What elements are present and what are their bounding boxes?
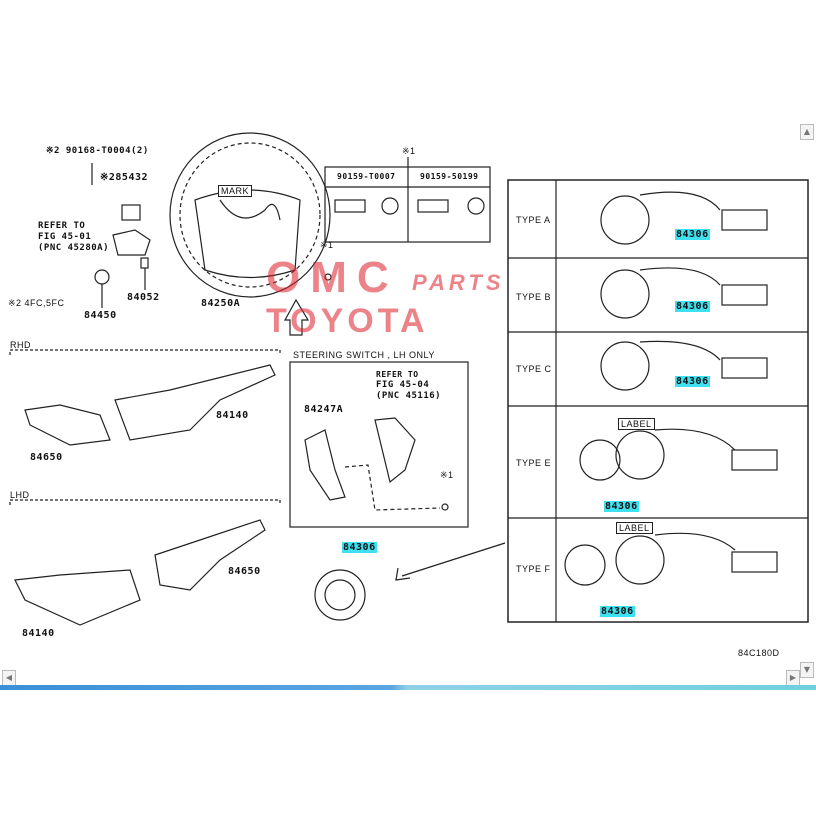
switch-84140-rhd [114, 364, 276, 441]
part-84306-bottom[interactable]: 84306 [342, 542, 377, 553]
part-84052-label[interactable]: 84052 [127, 292, 160, 303]
refer-fig-link[interactable]: FIG 45-01 [38, 232, 92, 242]
part-84140-rhd[interactable]: 84140 [216, 410, 249, 421]
part-84450-shape [94, 269, 110, 285]
part-84247a-shape [304, 429, 346, 501]
note1-wheel: ※1 [320, 240, 334, 250]
watermark-parts: PARTS [412, 270, 505, 295]
refer-pnc: (PNC 45280A) [38, 243, 110, 253]
scroll-left-button[interactable]: ◀ [2, 670, 16, 686]
screw-2-label[interactable]: 90159-50199 [420, 172, 479, 181]
column-cover [112, 229, 151, 256]
cover-shape [374, 417, 416, 484]
figure-code: 84C180D [738, 648, 780, 658]
steering-switch-box [289, 361, 469, 528]
watermark-toyota: TOYOTA [266, 302, 429, 340]
switch-84140-lhd [14, 569, 141, 626]
part-84306-type-b[interactable]: 84306 [675, 301, 710, 312]
part-84650-lhd[interactable]: 84650 [228, 566, 261, 577]
watermark-omc: OMC [266, 253, 399, 302]
label-tag-e: LABEL [618, 418, 655, 430]
part-84306-type-f[interactable]: 84306 [600, 606, 635, 617]
lhd-label: LHD [10, 490, 30, 500]
refer2-pnc: (PNC 45116) [376, 391, 442, 401]
part-84140-lhd[interactable]: 84140 [22, 628, 55, 639]
label-tag-f: LABEL [616, 522, 653, 534]
part-84306-type-c[interactable]: 84306 [675, 376, 710, 387]
steering-wheel-inner [179, 142, 321, 288]
switch-84650-rhd [24, 404, 111, 446]
type-b: TYPE B [516, 292, 552, 302]
refer-text: REFER TO [38, 221, 86, 231]
horizontal-scrollbar[interactable] [0, 685, 816, 690]
type-f: TYPE F [516, 564, 551, 574]
scroll-down-button[interactable]: ▼ [800, 662, 814, 678]
part-84306-type-a[interactable]: 84306 [675, 229, 710, 240]
refer2-fig-link[interactable]: FIG 45-04 [376, 380, 430, 390]
part-84250a-label[interactable]: 84250A [201, 298, 241, 309]
bolt-label: ※2 90168-T0004(2) [46, 146, 149, 156]
arrow-up-icon [283, 298, 310, 336]
switch-84650-lhd [154, 519, 266, 591]
note1-top: ※1 [402, 146, 416, 156]
part-285432-shape [121, 204, 141, 221]
refer2-text: REFER TO [376, 370, 419, 379]
screw-1-label[interactable]: 90159-T0007 [337, 172, 396, 181]
part-285432-label[interactable]: ※285432 [100, 172, 149, 183]
arrow-to-clock-spring [395, 542, 506, 581]
part-84306-type-e[interactable]: 84306 [604, 501, 639, 512]
part-84052-shape [140, 257, 149, 269]
rhd-label: RHD [10, 340, 31, 350]
clock-spring-84306 [314, 569, 366, 621]
type-rows-drawings [564, 191, 778, 586]
type-a: TYPE A [516, 215, 551, 225]
steering-wheel-outline [169, 132, 331, 298]
note-4fc: ※2 4FC,5FC [8, 298, 65, 308]
part-84247a-label[interactable]: 84247A [304, 404, 344, 415]
type-table [507, 179, 809, 623]
part-84450-label[interactable]: 84450 [84, 310, 117, 321]
scroll-right-button[interactable]: ▶ [786, 670, 800, 686]
mark-label: MARK [218, 185, 253, 197]
wire-harness [219, 199, 281, 221]
steering-switch-title: STEERING SWITCH , LH ONLY [293, 350, 435, 360]
part-84650-rhd[interactable]: 84650 [30, 452, 63, 463]
note1-switch: ※1 [440, 470, 454, 480]
scroll-up-button[interactable]: ▲ [800, 124, 814, 140]
type-c: TYPE C [516, 364, 552, 374]
type-e: TYPE E [516, 458, 552, 468]
